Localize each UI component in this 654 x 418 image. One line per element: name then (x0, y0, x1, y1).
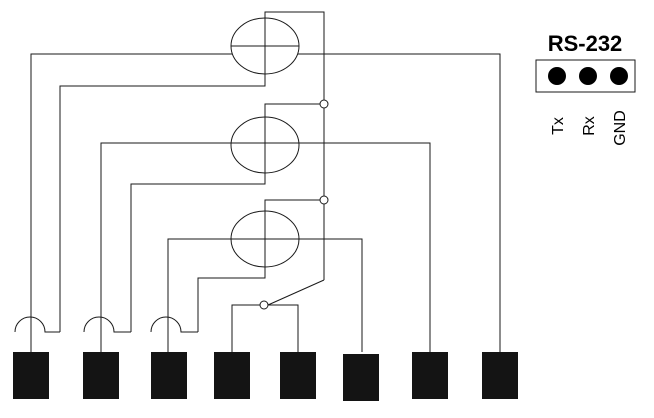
hop-1 (14, 316, 60, 333)
hop-2 (83, 316, 131, 333)
pin-rx (579, 67, 597, 85)
crossovers (14, 316, 198, 333)
connector-title: RS-232 (548, 31, 623, 56)
terminal-3 (151, 352, 187, 399)
terminal-7 (412, 352, 448, 399)
junction-1 (319, 99, 329, 109)
wire-bridge (231, 304, 299, 352)
terminal-2 (83, 352, 119, 399)
terminal-1 (13, 352, 49, 399)
terminals (13, 352, 518, 401)
pin-label-gnd: GND (612, 110, 629, 146)
terminal-6 (343, 354, 379, 401)
pin-label-tx: Tx (550, 117, 567, 135)
terminal-4 (214, 352, 250, 399)
wire-coil1-left (59, 46, 266, 332)
terminal-8 (482, 352, 518, 399)
pin-gnd (610, 67, 628, 85)
pin-label-rx: Rx (581, 116, 598, 136)
wire-switch-arm (267, 279, 325, 306)
pin-tx (548, 67, 566, 85)
junctions (259, 99, 329, 310)
coils (230, 17, 300, 268)
rs232-connector: RS-232 Tx Rx GND (535, 31, 636, 146)
junction-3 (259, 300, 269, 310)
junction-2 (319, 195, 329, 205)
terminal-5 (280, 352, 316, 399)
hop-3 (150, 316, 198, 333)
